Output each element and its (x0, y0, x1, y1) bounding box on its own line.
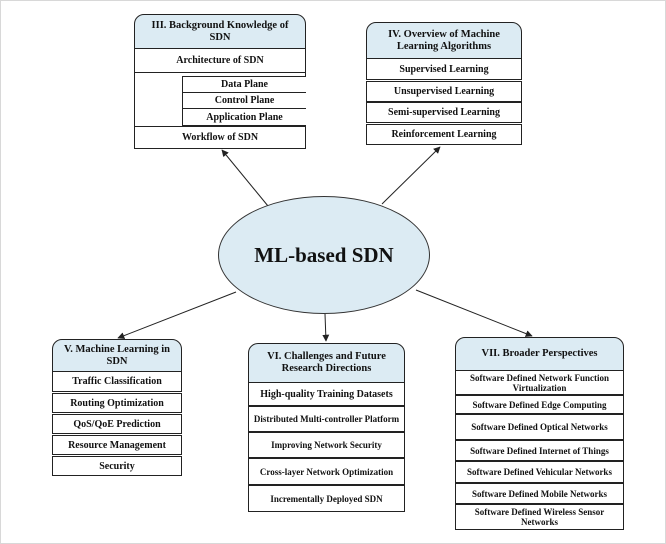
sec3-application-plane: Application Plane (182, 108, 306, 126)
sec7-item-6: Software Defined Mobile Networks (455, 483, 624, 504)
sec4-item-1: Supervised Learning (366, 58, 522, 80)
center-ellipse: ML-based SDN (218, 196, 430, 314)
section-4-header: IV. Overview of Machine Learning Algorit… (366, 22, 522, 59)
sec3-workflow: Workflow of SDN (134, 126, 306, 149)
sec7-item-7: Software Defined Wireless Sensor Network… (455, 504, 624, 530)
sec3-architecture: Architecture of SDN (134, 48, 306, 73)
sec4-item-4: Reinforcement Learning (366, 124, 522, 145)
sec6-item-1: High-quality Training Datasets (248, 382, 405, 406)
sec6-item-2: Distributed Multi-controller Platform (248, 406, 405, 432)
sec6-item-5: Incrementally Deployed SDN (248, 485, 405, 512)
sec7-item-4: Software Defined Internet of Things (455, 440, 624, 461)
sec3-control-plane: Control Plane (182, 92, 306, 109)
sec4-item-2: Unsupervised Learning (366, 81, 522, 102)
arrow-to-section-5 (117, 291, 237, 339)
section-5-header: V. Machine Learning in SDN (52, 339, 182, 372)
sec5-item-1: Traffic Classification (52, 371, 182, 392)
sec7-item-1: Software Defined Network Function Virtua… (455, 370, 624, 395)
arrow-to-section-3 (221, 149, 269, 207)
sec7-item-2: Software Defined Edge Computing (455, 395, 624, 414)
arrow-to-section-4 (381, 146, 441, 205)
section-6-header: VI. Challenges and Future Research Direc… (248, 343, 405, 383)
sec4-item-3: Semi-supervised Learning (366, 102, 522, 123)
sec3-data-plane: Data Plane (182, 76, 306, 93)
center-label: ML-based SDN (254, 242, 394, 267)
arrow-to-section-6 (322, 313, 330, 342)
arrow-to-section-7 (415, 289, 533, 337)
sec5-item-2: Routing Optimization (52, 393, 182, 413)
sec7-item-5: Software Defined Vehicular Networks (455, 461, 624, 483)
sec6-item-3: Improving Network Security (248, 432, 405, 458)
sec5-item-5: Security (52, 456, 182, 476)
section-3-header: III. Background Knowledge of SDN (134, 14, 306, 49)
section-7-header: VII. Broader Perspectives (455, 337, 624, 371)
sec5-item-3: QoS/QoE Prediction (52, 414, 182, 434)
sec6-item-4: Cross-layer Network Optimization (248, 458, 405, 485)
sec7-item-3: Software Defined Optical Networks (455, 414, 624, 440)
sec5-item-4: Resource Management (52, 435, 182, 455)
